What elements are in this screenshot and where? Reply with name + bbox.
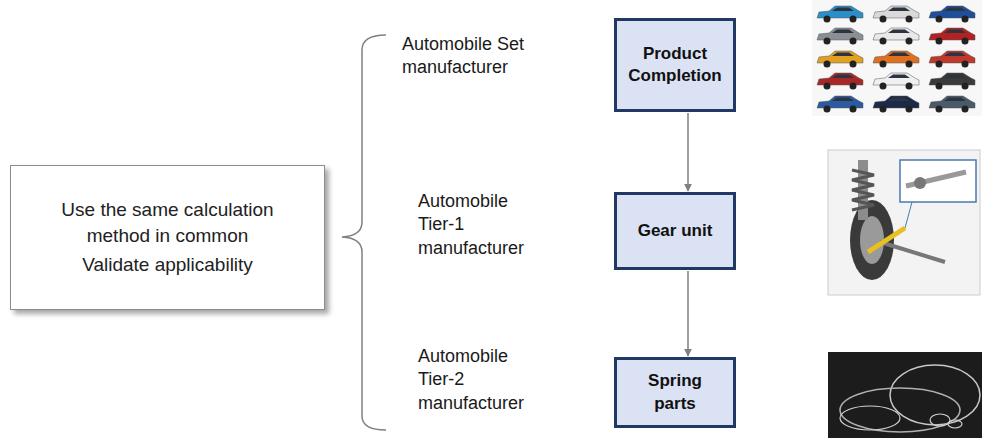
process-box: Gear unit: [614, 192, 736, 270]
spring-rings-picture: [828, 352, 982, 438]
role-label: Automobile Tier-1 manufacturer: [418, 190, 546, 260]
node-text: Product Completion: [625, 43, 725, 87]
flow-arrow: [687, 113, 689, 191]
flow-arrow: [687, 271, 689, 356]
node-text: Validate applicability: [82, 252, 253, 278]
role-label: Automobile Set manufacturer: [402, 33, 532, 80]
node-text: Spring parts: [625, 370, 725, 414]
process-box: Product Completion: [614, 18, 736, 112]
role-label: Automobile Tier-2 manufacturer: [418, 345, 546, 415]
node-text: Gear unit: [638, 220, 713, 242]
process-box: Spring parts: [614, 357, 736, 428]
suspension-picture: [828, 150, 980, 295]
statement-box: Use the same calculation method in commo…: [10, 165, 325, 310]
node-text: Use the same calculation method in commo…: [41, 197, 294, 248]
car-lineup-picture: [812, 0, 982, 116]
curly-brace: [342, 35, 386, 430]
